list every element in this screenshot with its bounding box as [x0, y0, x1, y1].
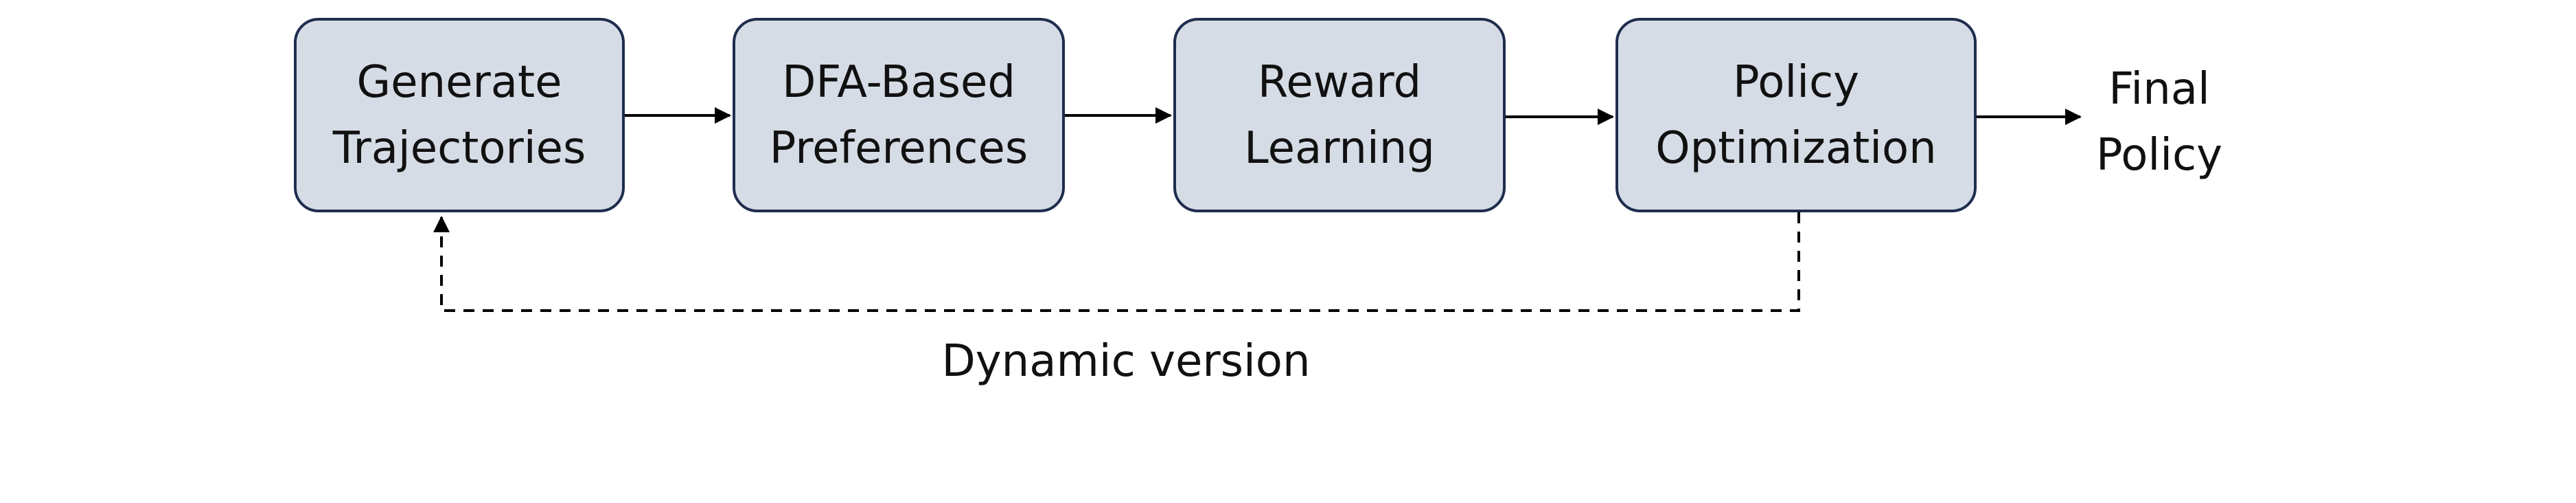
- generate-trajectories-box: Generate Trajectories: [294, 18, 625, 212]
- dfa-based-preferences-box: DFA-Based Preferences: [733, 18, 1065, 212]
- policy-optimization-box: Policy Optimization: [1615, 18, 1977, 212]
- reward-learning-box: Reward Learning: [1173, 18, 1506, 212]
- final-policy-label: Final Policy: [2095, 64, 2223, 181]
- feedback-loop-dashed-arrow: [433, 212, 1800, 312]
- dynamic-version-label: Dynamic version: [941, 336, 1311, 387]
